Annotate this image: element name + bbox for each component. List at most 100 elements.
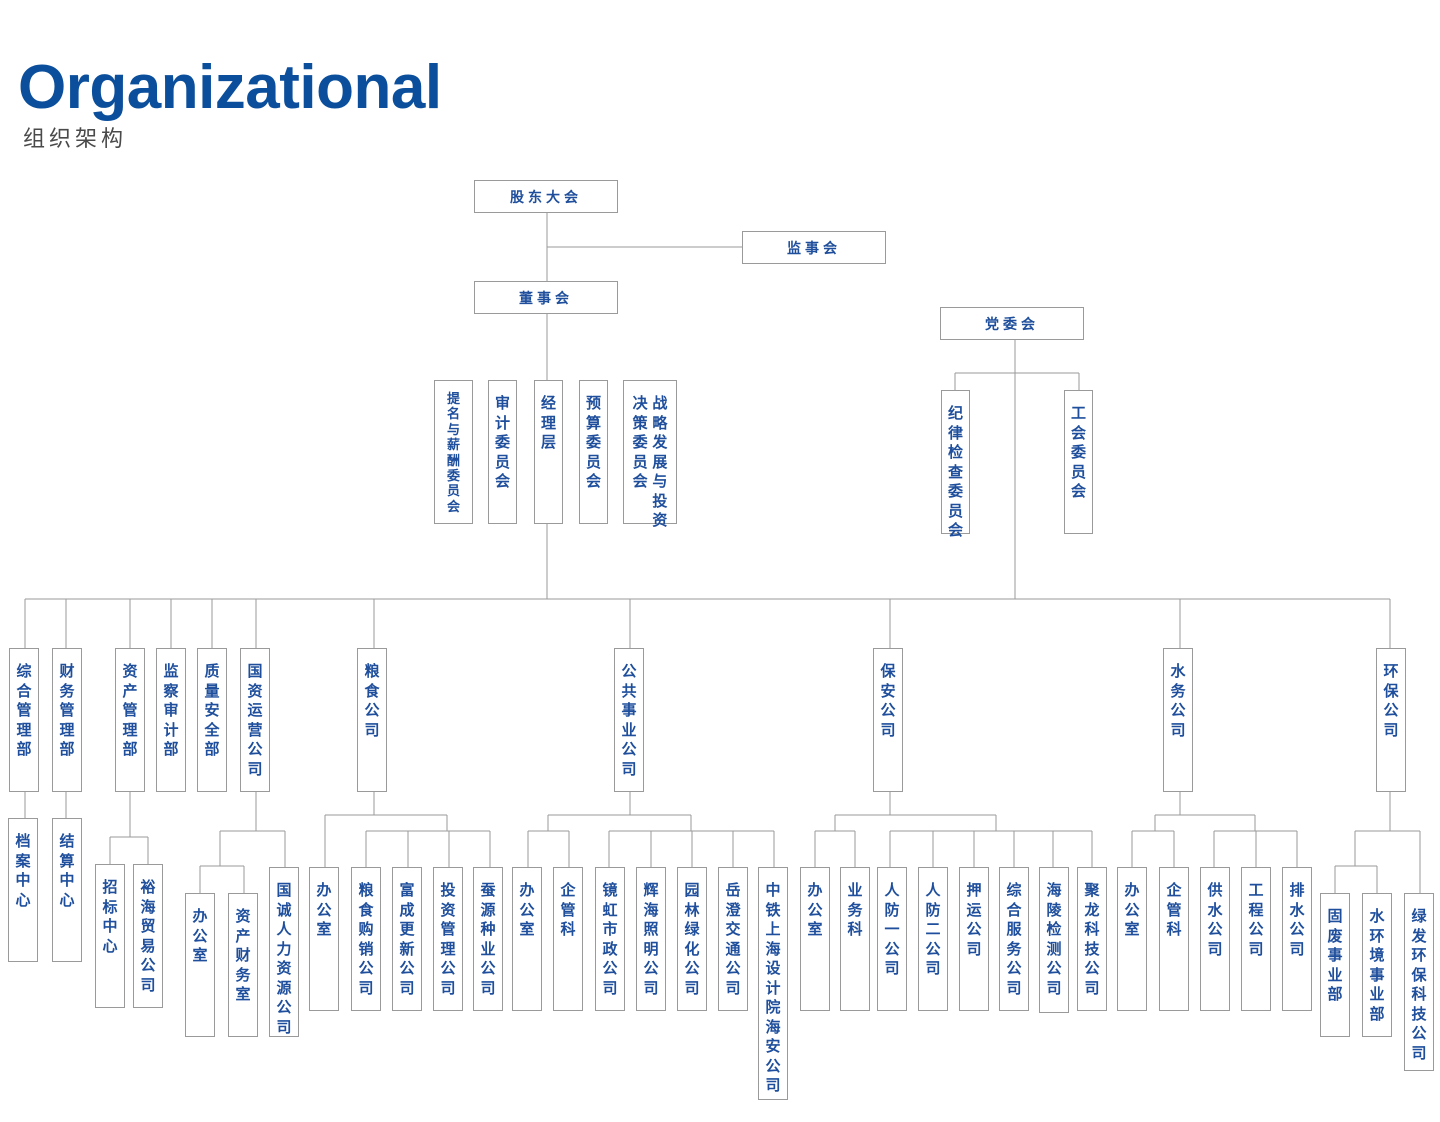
node-label: 党委会 <box>985 316 1039 333</box>
node-label: 排水公司 <box>1289 881 1305 958</box>
general-management-dept-box: 综合管理部 <box>9 648 39 792</box>
discipline-committee-box: 纪律检查委员会 <box>941 390 970 539</box>
node-label: 中铁上海设计院海安公司 <box>765 881 781 1094</box>
budget-committee-box: 预算委员会 <box>579 380 608 524</box>
node-label: 办公室 <box>1124 881 1140 938</box>
node-label: 综合服务公司 <box>1006 881 1022 997</box>
node-label: 裕海贸易公司 <box>140 878 156 994</box>
node-label: 人防二公司 <box>925 881 941 977</box>
asset-dept-box: 资产管理部 <box>115 648 145 792</box>
board-of-directors-box: 董事会 <box>474 281 618 314</box>
node-label: 园林绿化公司 <box>684 881 700 997</box>
huihai-lighting-company-box: 辉海照明公司 <box>636 867 666 1011</box>
node-label-right: 战略发展与投资 <box>652 394 668 529</box>
security-office-box: 办公室 <box>800 867 830 1011</box>
page-subtitle: 组织架构 <box>23 127 128 152</box>
node-label: 镜虹市政公司 <box>602 881 618 997</box>
escort-company-box: 押运公司 <box>959 867 989 1011</box>
node-label: 保安公司 <box>880 662 896 739</box>
solid-waste-division-box: 固废事业部 <box>1320 893 1350 1037</box>
security-business-section-box: 业务科 <box>840 867 870 1011</box>
julong-technology-company-box: 聚龙科技公司 <box>1077 867 1107 1011</box>
node-label: 经理层 <box>540 394 556 451</box>
shareholders-meeting-box: 股东大会 <box>474 180 618 213</box>
node-label: 档案中心 <box>15 832 31 909</box>
water-enterprise-mgmt-box: 企管科 <box>1159 867 1189 1011</box>
jinghong-municipal-company-box: 镜虹市政公司 <box>595 867 625 1011</box>
union-committee-box: 工会委员会 <box>1064 390 1093 534</box>
node-label: 辉海照明公司 <box>643 881 659 997</box>
node-label: 办公室 <box>807 881 823 938</box>
node-label: 股东大会 <box>510 189 582 206</box>
node-label: 水务公司 <box>1170 662 1186 739</box>
quality-safety-dept-box: 质量安全部 <box>197 648 227 792</box>
node-label: 招标中心 <box>102 878 118 955</box>
party-committee-box: 党委会 <box>940 307 1084 340</box>
public-utility-company-box: 公共事业公司 <box>614 648 644 792</box>
node-label: 固废事业部 <box>1327 907 1343 1003</box>
node-label: 蚕源种业公司 <box>480 881 496 997</box>
landscaping-company-box: 园林绿化公司 <box>677 867 707 1011</box>
node-label: 办公室 <box>519 881 535 938</box>
yuhai-trade-company-box: 裕海贸易公司 <box>133 864 163 1008</box>
engineering-company-box: 工程公司 <box>1241 867 1271 1011</box>
strategy-committee-box: 战略发展与投资决策委员会 <box>623 380 677 529</box>
node-label: 办公室 <box>316 881 332 938</box>
node-label: 结算中心 <box>59 832 75 909</box>
node-label: 企管科 <box>560 881 576 938</box>
asset-finance-office-box: 资产财务室 <box>228 893 258 1037</box>
node-label: 水环境事业部 <box>1369 907 1385 1023</box>
page-title: Organizational <box>18 53 442 122</box>
node-label: 提名与薪酬委员会 <box>446 392 460 515</box>
civil-defense-2-company-box: 人防二公司 <box>918 867 948 1011</box>
node-label: 投资管理公司 <box>440 881 456 997</box>
fucheng-renewal-company-box: 富成更新公司 <box>392 867 422 1011</box>
node-label: 环保公司 <box>1383 662 1399 739</box>
public-utility-enterprise-mgmt-box: 企管科 <box>553 867 583 1011</box>
node-label-left: 决策委员会 <box>632 394 648 490</box>
investment-management-company-box: 投资管理公司 <box>433 867 463 1011</box>
node-label: 预算委员会 <box>585 394 601 490</box>
node-label: 办公室 <box>192 907 208 964</box>
grain-company-box: 粮食公司 <box>357 648 387 792</box>
node-label: 综合管理部 <box>16 662 32 758</box>
node-label: 审计委员会 <box>494 394 510 490</box>
grain-office-box: 办公室 <box>309 867 339 1011</box>
state-asset-company-box: 国资运营公司 <box>240 648 270 792</box>
management-box: 经理层 <box>534 380 563 524</box>
environment-company-box: 环保公司 <box>1376 648 1406 792</box>
audit-committee-box: 审计委员会 <box>488 380 517 524</box>
node-label: 资产财务室 <box>235 907 251 1003</box>
node-label: 资产管理部 <box>122 662 138 758</box>
settlement-center-box: 结算中心 <box>52 818 82 962</box>
crec-design-haian-company-box: 中铁上海设计院海安公司 <box>758 867 788 1100</box>
finance-dept-box: 财务管理部 <box>52 648 82 792</box>
node-label: 纪律检查委员会 <box>947 404 963 539</box>
water-office-box: 办公室 <box>1117 867 1147 1011</box>
water-supply-company-box: 供水公司 <box>1200 867 1230 1011</box>
node-label: 企管科 <box>1166 881 1182 938</box>
drainage-company-box: 排水公司 <box>1282 867 1312 1011</box>
archive-center-box: 档案中心 <box>8 818 38 962</box>
node-label: 财务管理部 <box>59 662 75 758</box>
node-label: 质量安全部 <box>204 662 220 758</box>
node-label: 押运公司 <box>966 881 982 958</box>
node-label: 董事会 <box>519 290 573 307</box>
node-label: 国诚人力资源公司 <box>276 881 292 1036</box>
grain-trading-company-box: 粮食购销公司 <box>351 867 381 1011</box>
node-label: 聚龙科技公司 <box>1084 881 1100 997</box>
node-label: 供水公司 <box>1207 881 1223 958</box>
node-label: 工会委员会 <box>1070 404 1086 500</box>
lvfa-env-tech-company-box: 绿发环保科技公司 <box>1404 893 1434 1071</box>
state-asset-office-box: 办公室 <box>185 893 215 1037</box>
canyuan-seed-company-box: 蚕源种业公司 <box>473 867 503 1011</box>
civil-defense-1-company-box: 人防一公司 <box>877 867 907 1011</box>
node-label: 富成更新公司 <box>399 881 415 997</box>
node-label: 工程公司 <box>1248 881 1264 958</box>
node-label: 岳澄交通公司 <box>725 881 741 997</box>
guocheng-hr-company-box: 国诚人力资源公司 <box>269 867 299 1037</box>
tender-center-box: 招标中心 <box>95 864 125 1008</box>
node-label: 监事会 <box>787 240 841 257</box>
water-environment-division-box: 水环境事业部 <box>1362 893 1392 1037</box>
